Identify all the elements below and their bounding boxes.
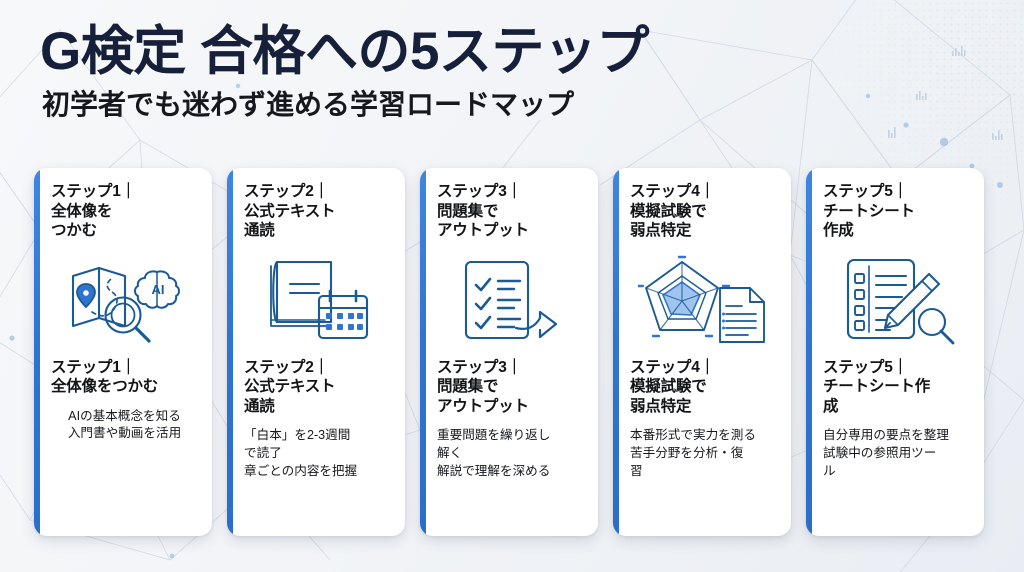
radar-chart-document-icon (630, 248, 777, 352)
book-calendar-icon (244, 248, 391, 352)
step-card-1[interactable]: ステップ1｜ 全体像を つかむ (34, 168, 212, 536)
step-card-2-heading: ステップ2｜ 公式テキスト 通読 (244, 183, 336, 240)
step-card-3[interactable]: ステップ3｜ 問題集で アウトプット ステップ3｜ 問題集で (420, 168, 598, 536)
step-card-2-description: 「白本」を2-3週間 で読了 章ごとの内容を把握 (244, 428, 358, 478)
step-card-1-description: AIの基本概念を知る 入門書や動画を活用 (67, 408, 182, 441)
step-card-4-subheading: ステップ4｜ 模擬試験で 弱点特定 (630, 358, 715, 415)
step-card-2-subheading: ステップ2｜ 公式テキスト 通読 (244, 358, 336, 415)
step-card-4[interactable]: ステップ4｜ 模擬試験で 弱点特定 (613, 168, 791, 536)
map-magnifier-ai-brain-icon: AI (51, 248, 198, 352)
step-card-4-heading: ステップ4｜ 模擬試験で 弱点特定 (630, 183, 715, 240)
step-card-5-subheading: ステップ5｜ チートシート作 成 (823, 358, 931, 415)
step-card-1-heading: ステップ1｜ 全体像を つかむ (51, 183, 136, 240)
step-card-5[interactable]: ステップ5｜ チートシート 作成 (806, 168, 984, 536)
step-card-3-subheading: ステップ3｜ 問題集で アウトプット (437, 358, 529, 415)
checklist-pencil-magnifier-icon (823, 248, 970, 352)
step-card-1-subheading: ステップ1｜ 全体像をつかむ (51, 358, 159, 396)
checklist-arrow-icon (437, 248, 584, 352)
step-card-4-description: 本番形式で実力を測る 苦手分野を分析・復 習 (630, 428, 756, 478)
header: G検定 合格への5ステップ 初学者でも迷わず進める学習ロードマップ (40, 22, 800, 121)
page-subtitle: 初学者でも迷わず進める学習ロードマップ (42, 89, 575, 121)
step-card-5-heading: ステップ5｜ チートシート 作成 (823, 183, 915, 240)
step-card-2[interactable]: ステップ2｜ 公式テキスト 通読 (227, 168, 405, 536)
steps-card-row: ステップ1｜ 全体像を つかむ (34, 168, 984, 536)
svg-text:AI: AI (151, 282, 164, 297)
step-card-3-heading: ステップ3｜ 問題集で アウトプット (437, 183, 529, 240)
step-card-5-description: 自分専用の要点を整理 試験中の参照用ツー ル (823, 428, 949, 478)
step-card-3-description: 重要問題を繰り返し 解く 解説で理解を深める (437, 428, 551, 478)
page-title: G検定 合格への5ステップ (40, 22, 649, 81)
